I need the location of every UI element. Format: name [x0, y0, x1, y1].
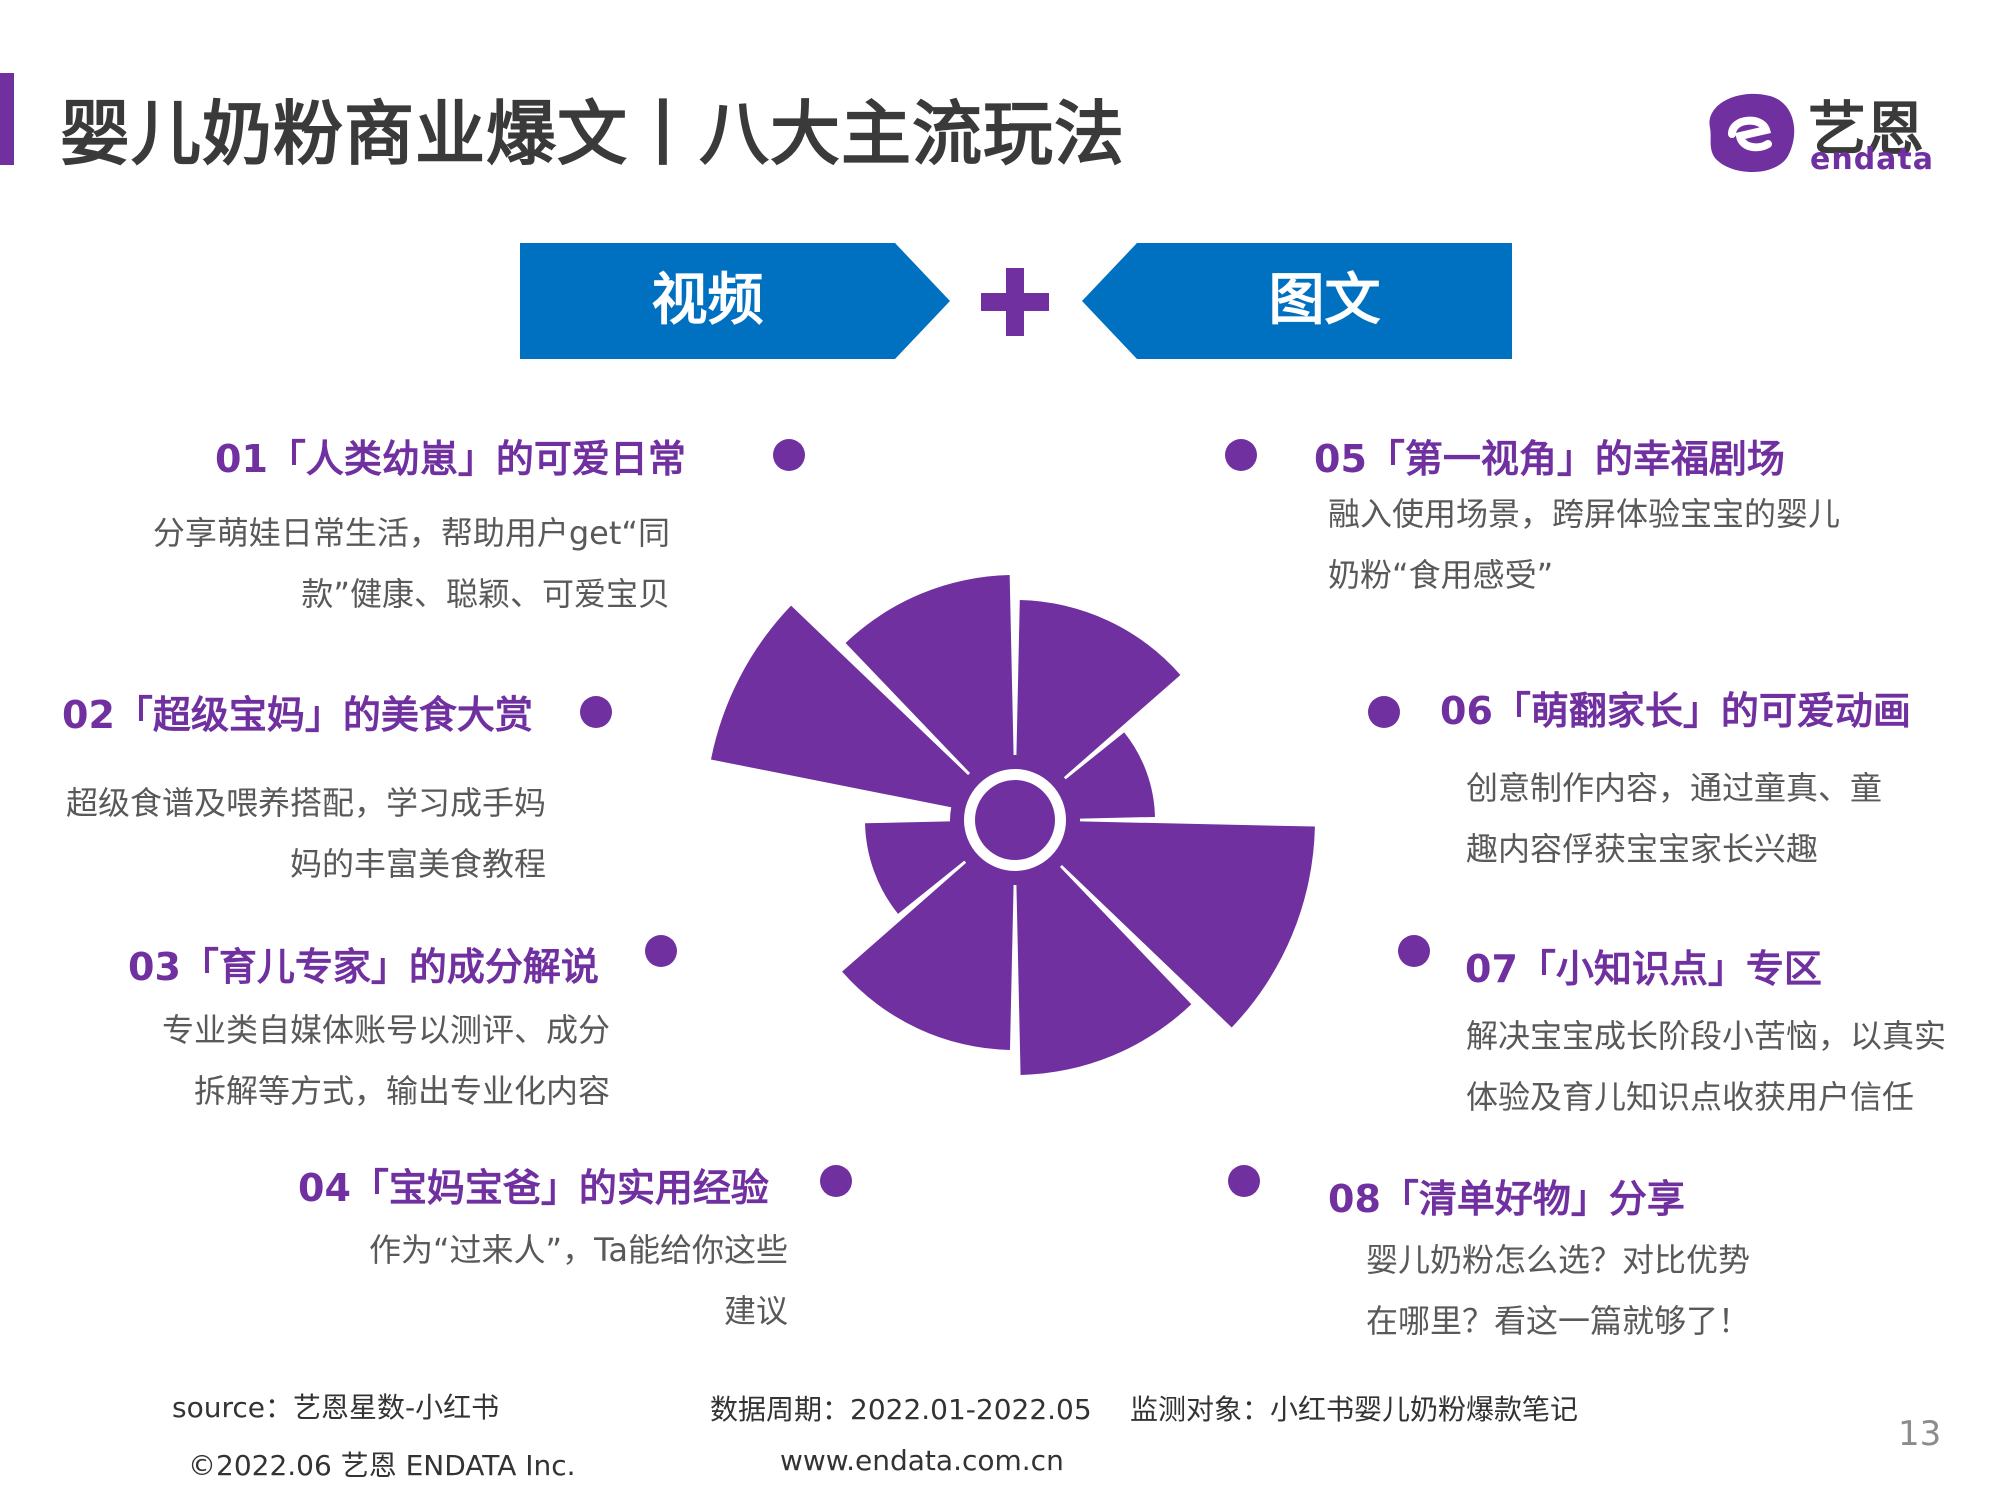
- item-dot-08: [1228, 1165, 1260, 1197]
- image-text-banner-label: 图文: [1268, 268, 1381, 333]
- item-desc-05: 融入使用场景，跨屏体验宝宝的婴儿 奶粉“食用感受”: [1328, 495, 1841, 594]
- footer-period: 数据周期：2022.01-2022.05: [710, 1393, 1092, 1426]
- endata-logo-icon: [1709, 93, 1795, 172]
- item-desc-08: 婴儿奶粉怎么选？对比优势 在哪里？看这一篇就够了！: [1366, 1241, 1751, 1340]
- item-desc-04: 作为“过来人”，Ta能给你这些 建议: [368, 1231, 788, 1330]
- video-banner-arrow: [520, 243, 950, 359]
- image-text-banner: 图文: [1082, 243, 1512, 359]
- item-desc-07: 解决宝宝成长阶段小苦恼，以真实 体验及育儿知识点收获用户信任: [1466, 1017, 1947, 1116]
- pinwheel-sector-7: [842, 859, 1014, 1050]
- item-desc-02: 超级食谱及喂养搭配，学习成手妈 妈的丰富美食教程: [65, 784, 546, 883]
- pinwheel-diagram: [710, 575, 1315, 1075]
- item-title-06: 06「萌翻家长」的可爱动画: [1440, 689, 1911, 733]
- item-title-01: 01「人类幼崽」的可爱日常: [215, 437, 686, 481]
- pinwheel-sectors: [710, 575, 1315, 1075]
- video-banner: 视频: [520, 243, 950, 359]
- page-number: 13: [1898, 1414, 1942, 1454]
- pinwheel-sector-4: [1061, 732, 1155, 819]
- pinwheel-sector-5: [1058, 821, 1315, 1028]
- item-dot-02: [580, 696, 612, 728]
- item-title-07: 07「小知识点」专区: [1465, 947, 1822, 991]
- item-desc-06: 创意制作内容，通过童真、童 趣内容俘获宝宝家长兴趣: [1466, 769, 1883, 868]
- item-dot-05: [1225, 439, 1257, 471]
- image-text-banner-arrow: [1082, 243, 1512, 359]
- pinwheel-sector-8: [865, 821, 969, 914]
- pinwheel-sector-3: [1016, 600, 1181, 781]
- video-banner-label: 视频: [651, 268, 764, 333]
- item-title-08: 08「清单好物」分享: [1328, 1177, 1685, 1221]
- item-title-05: 05「第一视角」的幸福剧场: [1314, 437, 1785, 481]
- item-dot-03: [645, 935, 677, 967]
- item-desc-03: 专业类自媒体账号以测评、成分 拆解等方式，输出专业化内容: [161, 1011, 610, 1110]
- item-title-03: 03「育儿专家」的成分解说: [128, 945, 599, 989]
- pinwheel-sector-6: [1016, 863, 1192, 1075]
- footer-website: www.endata.com.cn: [780, 1444, 1064, 1477]
- page-title: 婴儿奶粉商业爆文丨八大主流玩法: [60, 93, 1125, 175]
- item-dot-04: [820, 1165, 852, 1197]
- item-dot-07: [1398, 935, 1430, 967]
- item-title-04: 04「宝妈宝爸」的实用经验: [298, 1166, 769, 1210]
- item-dot-01: [773, 439, 805, 471]
- footer-target: 监测对象：小红书婴儿奶粉爆款笔记: [1130, 1393, 1579, 1426]
- plus-icon: [981, 268, 1049, 336]
- item-desc-01: 分享萌娃日常生活，帮助用户get“同 款”健康、聪颖、可爱宝贝: [152, 514, 670, 613]
- pinwheel-center: [975, 780, 1055, 860]
- pinwheel-sector-1: [845, 575, 1014, 777]
- item-dot-06: [1368, 696, 1400, 728]
- footer-source: source：艺恩星数-小红书: [172, 1391, 500, 1424]
- item-title-02: 02「超级宝妈」的美食大赏: [62, 693, 533, 737]
- pinwheel-sector-2: [710, 605, 972, 809]
- logo-english-text: endata: [1810, 142, 1935, 177]
- title-accent-bar: [0, 73, 14, 165]
- endata-logo: 艺恩 endata: [1700, 88, 1940, 178]
- logo-chinese-text: 艺恩: [1808, 95, 1925, 163]
- pinwheel-ring: [950, 755, 1080, 885]
- footer-copyright: ©2022.06 艺恩 ENDATA Inc.: [188, 1449, 576, 1482]
